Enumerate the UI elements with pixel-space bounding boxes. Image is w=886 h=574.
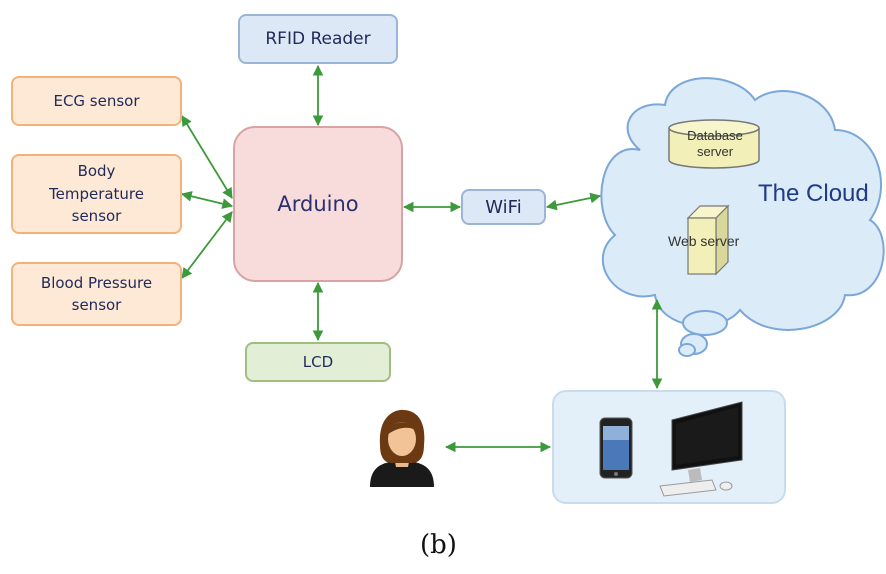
cloud-bubble-large: [682, 310, 728, 336]
database-server-label: Database server: [676, 128, 754, 160]
arrow-wifi-cloud: [545, 192, 602, 211]
rfid-reader-label: RFID Reader: [265, 29, 371, 49]
database-server-icon: [668, 119, 760, 169]
arrow-temp-arduino: [180, 191, 234, 209]
body-temp-line2: Temperature: [48, 184, 145, 203]
wifi-box: WiFi: [461, 189, 546, 225]
cloud-label: The Cloud: [758, 180, 869, 207]
ecg-sensor-box: ECG sensor: [11, 76, 182, 126]
database-label-line2: server: [696, 144, 734, 159]
web-server-label: Web server: [668, 233, 740, 249]
rfid-reader-box: RFID Reader: [238, 14, 398, 64]
figure-caption: (b): [420, 530, 457, 560]
body-temperature-sensor-box: Body Temperature sensor: [11, 154, 182, 234]
bp-line1: Blood Pressure: [40, 273, 153, 292]
ecg-sensor-label: ECG sensor: [53, 91, 140, 110]
arrow-bp-arduino: [181, 211, 233, 279]
bp-line2: sensor: [71, 296, 122, 314]
lcd-box: LCD: [245, 342, 391, 382]
arduino-label: Arduino: [277, 192, 359, 216]
lcd-label: LCD: [302, 353, 334, 371]
devices-panel: [552, 390, 786, 504]
arrow-ecg-arduino: [181, 115, 233, 199]
wifi-label: WiFi: [485, 196, 522, 218]
cloud-shape: [600, 77, 885, 357]
connections: [180, 64, 663, 453]
arduino-box: Arduino: [233, 126, 403, 282]
web-server-icon: [686, 204, 730, 276]
body-temp-line3: sensor: [71, 207, 122, 226]
body-temp-line1: Body: [77, 162, 116, 181]
database-label-line1: Database: [687, 128, 743, 143]
cloud-bubble-small: [678, 343, 696, 357]
user-icon: [370, 409, 434, 487]
blood-pressure-sensor-box: Blood Pressure sensor: [11, 262, 182, 326]
